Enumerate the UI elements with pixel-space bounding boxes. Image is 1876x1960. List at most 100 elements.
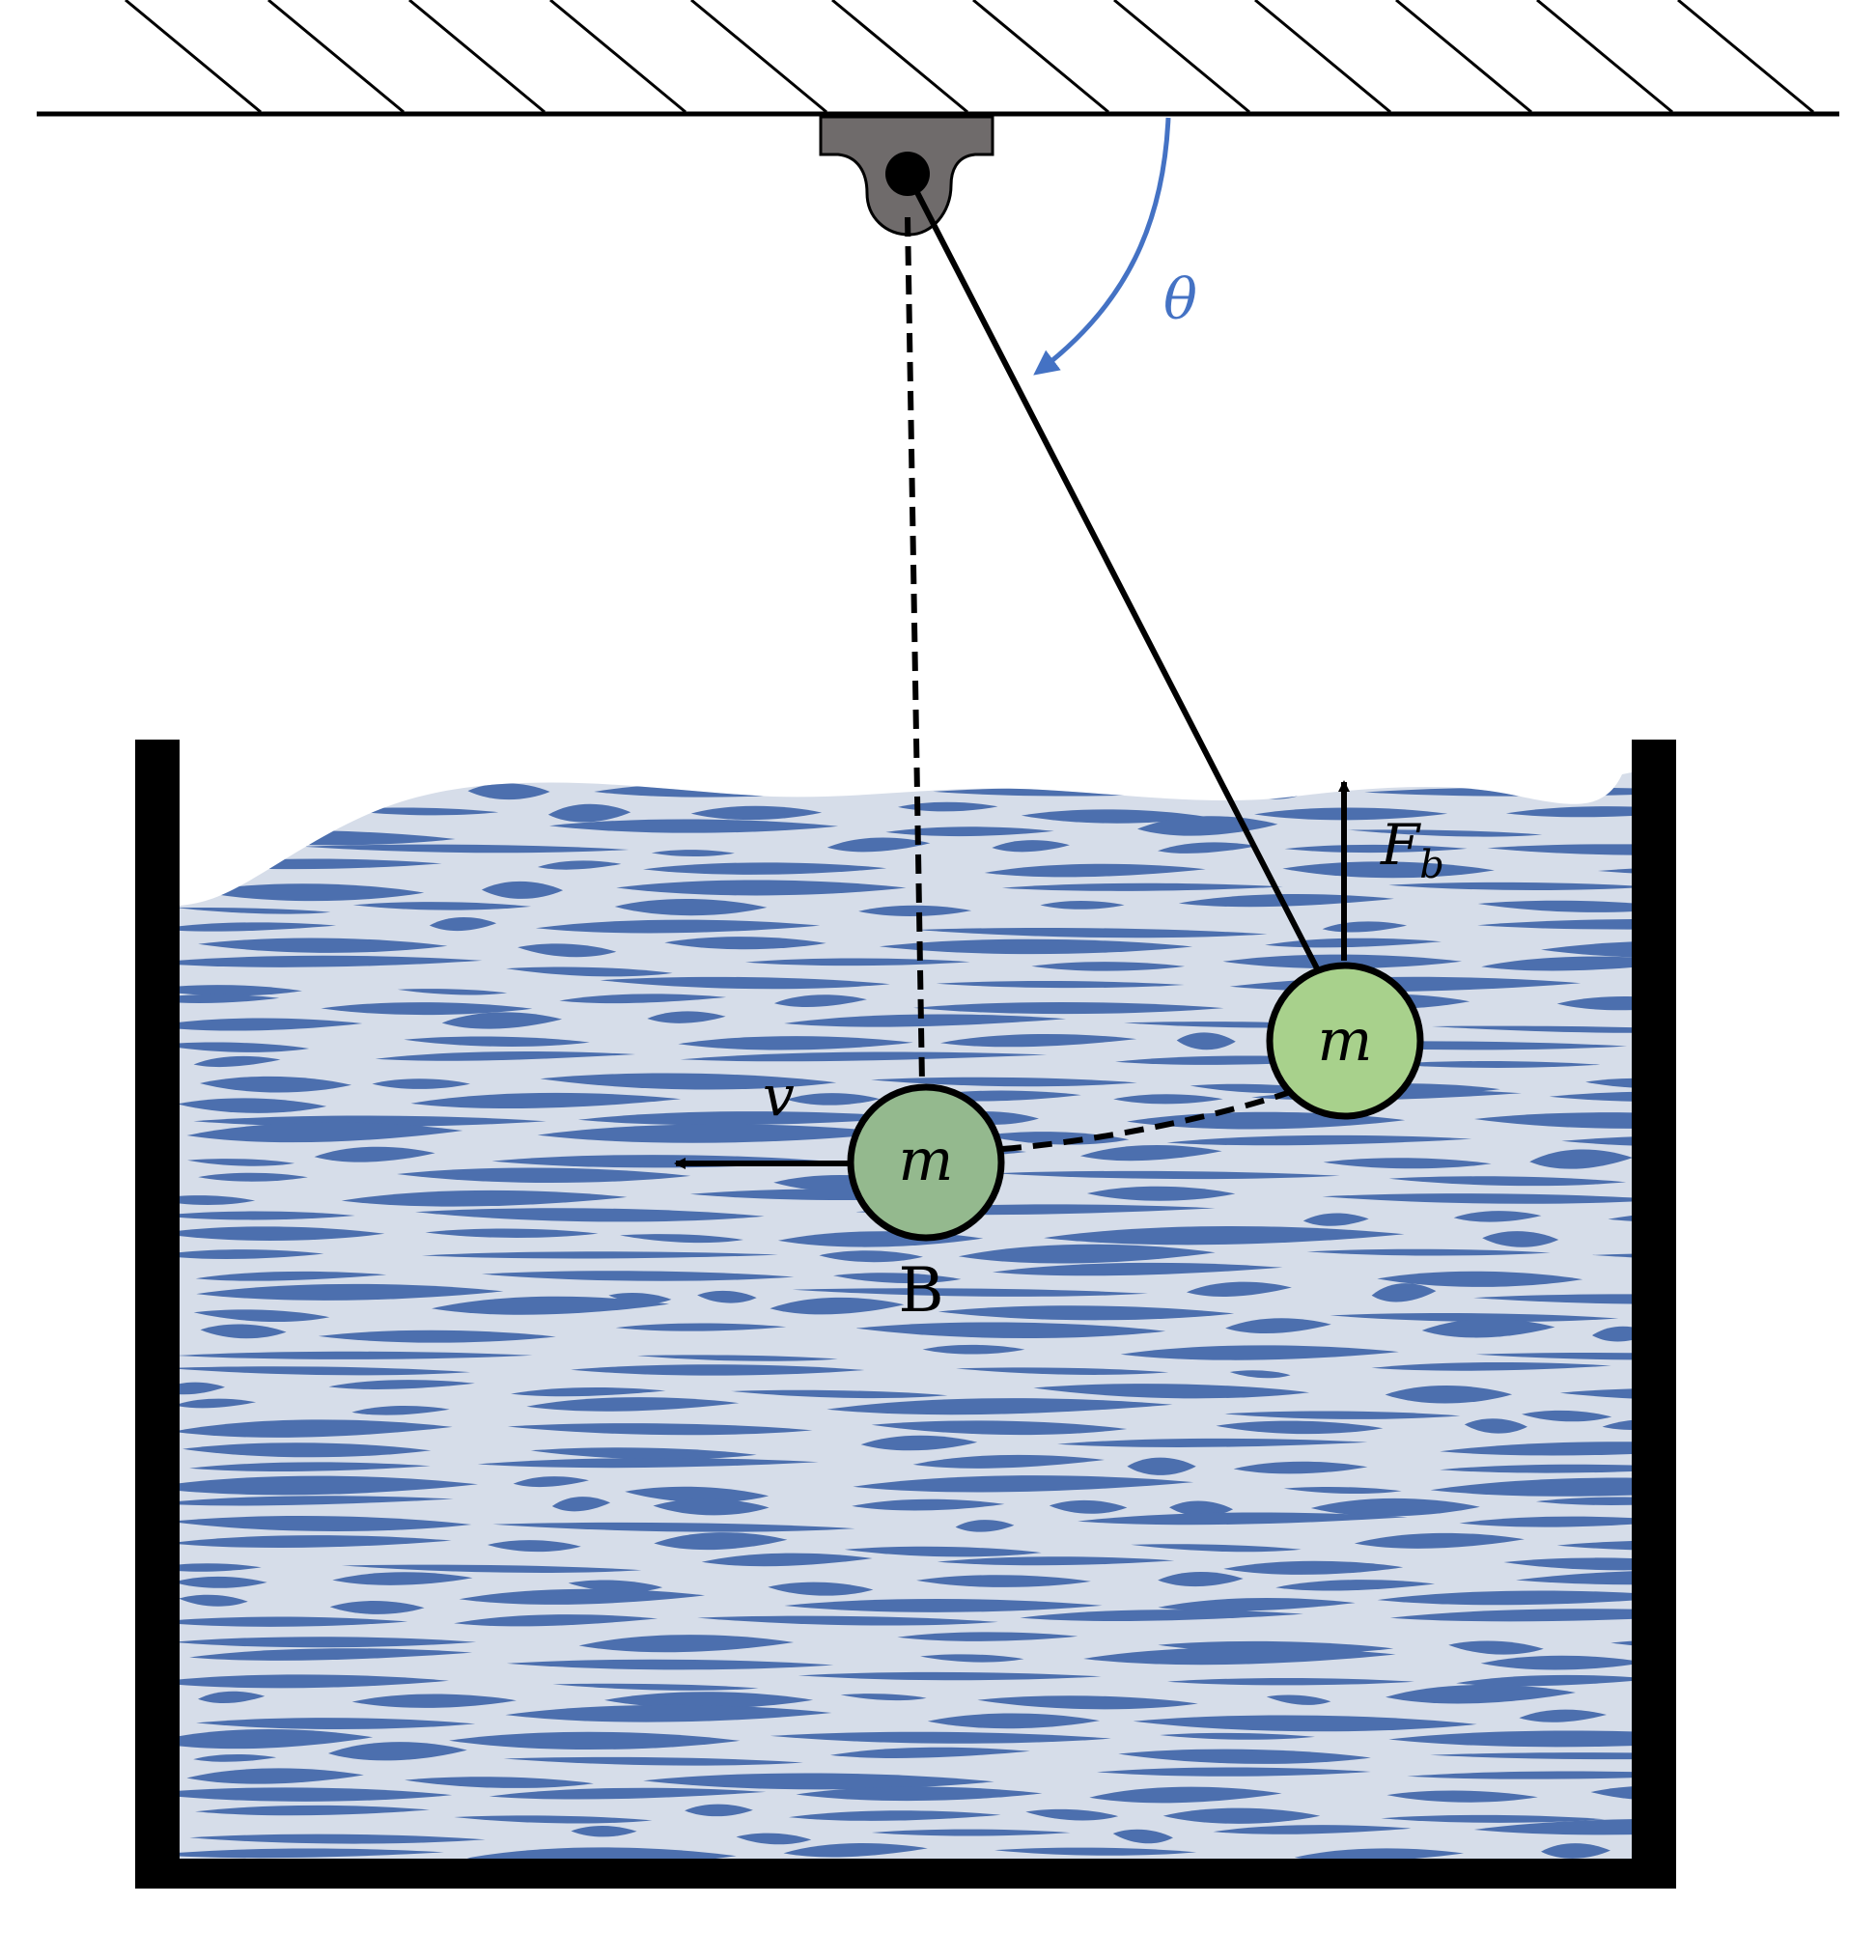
water-ripple xyxy=(1477,918,1632,930)
water-ripple xyxy=(179,1848,444,1859)
water-ripple xyxy=(341,1564,642,1573)
water-ripple xyxy=(179,985,302,996)
water-ripple xyxy=(1421,1319,1555,1338)
water-ripple xyxy=(198,1172,308,1182)
water-ripple xyxy=(625,1486,770,1503)
water-ripple xyxy=(552,1683,759,1691)
water-ripple xyxy=(1162,1807,1321,1824)
water-ripple xyxy=(1079,1145,1222,1162)
water-ripple xyxy=(487,1540,581,1553)
water-ripple xyxy=(425,1228,599,1238)
water-ripple xyxy=(1031,962,1186,971)
water-ripple xyxy=(977,1695,1198,1710)
water-ripple xyxy=(1089,1786,1282,1804)
water-ripple xyxy=(179,1563,262,1572)
water-ripple xyxy=(643,862,887,875)
water-ripple xyxy=(193,1309,330,1323)
water-ripple xyxy=(600,976,890,990)
water-ripple xyxy=(1487,844,1632,855)
water-ripple xyxy=(1169,1500,1234,1517)
ball-bottom-body xyxy=(847,1083,1005,1242)
water-ripple xyxy=(1559,1387,1632,1401)
water-ripple xyxy=(1659,1813,1876,1828)
water-ripple xyxy=(1386,1790,1538,1803)
water-ripple xyxy=(1083,1647,1396,1666)
water-ripple xyxy=(1381,1814,1605,1823)
water-ripple xyxy=(1186,1281,1292,1297)
water-ripple xyxy=(1282,861,1495,879)
water-ripple xyxy=(985,1132,1130,1145)
water-ripple xyxy=(938,1305,1235,1321)
water-ripple xyxy=(578,1635,795,1653)
water-ripple xyxy=(1025,1808,1119,1821)
water-ripple xyxy=(651,850,735,857)
water-ripple xyxy=(898,801,998,812)
water-ripple xyxy=(559,994,727,1004)
water-ripple xyxy=(186,1122,463,1143)
ceiling xyxy=(37,0,1839,117)
water-ripple xyxy=(744,958,970,966)
water-ripple xyxy=(432,1296,670,1315)
water-ripple xyxy=(189,1648,473,1661)
water-ripple xyxy=(1158,1597,1356,1611)
water-ripple xyxy=(819,1250,923,1263)
ceiling-hatching xyxy=(125,0,1814,114)
water-ripple xyxy=(1658,1157,1845,1164)
water-ripple xyxy=(796,1786,1043,1802)
water-ripple xyxy=(773,994,867,1007)
water-ripple xyxy=(994,1170,1340,1180)
water-ripple xyxy=(1294,1848,1464,1859)
water-ripple xyxy=(503,1756,803,1766)
water-ripple xyxy=(1371,1361,1611,1371)
water-ripple xyxy=(879,938,1193,955)
water-ripple xyxy=(1473,1818,1632,1835)
water-ripple xyxy=(179,1475,478,1496)
water-ripple xyxy=(530,1447,757,1460)
water-ripple xyxy=(193,1754,277,1762)
water-ripple xyxy=(179,1398,257,1409)
water-ripple xyxy=(410,1092,682,1109)
water-ripple xyxy=(1131,1544,1302,1553)
water-ripple xyxy=(786,1093,881,1106)
water-ripple xyxy=(1354,1532,1525,1549)
tank-right-wall xyxy=(1632,740,1676,1889)
water-ripple xyxy=(770,1731,1111,1744)
water-ripple xyxy=(314,1146,435,1162)
water-ripple xyxy=(1459,1516,1632,1527)
water-ripple xyxy=(614,899,768,916)
water-ripple xyxy=(189,1834,486,1844)
water-ripple xyxy=(1474,1112,1632,1129)
water-ripple xyxy=(329,1601,425,1614)
water-ripple xyxy=(405,1777,594,1788)
water-ripple xyxy=(1477,900,1632,912)
water-ripple xyxy=(654,1532,788,1551)
water-ripple xyxy=(1033,1384,1310,1399)
ball-bottom: m xyxy=(847,1083,1005,1242)
water-ripple xyxy=(829,1747,1030,1758)
water-ripple xyxy=(1225,1318,1331,1334)
water-ripple xyxy=(826,837,931,853)
water-ripple xyxy=(1275,1580,1436,1591)
water-ripple xyxy=(1322,1193,1632,1204)
water-ripple xyxy=(189,1462,431,1472)
water-ripple xyxy=(454,1815,653,1824)
water-ripple xyxy=(1549,1091,1632,1103)
water-ripple xyxy=(551,1497,611,1512)
water-ripple xyxy=(784,1014,1067,1027)
water-ripple xyxy=(992,840,1070,853)
water-ripple xyxy=(1388,1176,1627,1187)
water-ripple xyxy=(1388,1730,1632,1748)
water-ripple xyxy=(1529,1149,1632,1169)
water-ripple xyxy=(200,1076,352,1093)
water-ripple xyxy=(1160,1732,1315,1740)
water-ripple xyxy=(616,880,907,896)
buoyancy-label-subscript: b xyxy=(1419,843,1444,887)
water-ripple xyxy=(332,1572,473,1585)
water-ripple xyxy=(182,1442,432,1458)
water-ripple xyxy=(690,805,823,821)
water-ripple xyxy=(1503,1557,1632,1571)
water-ripple xyxy=(506,1659,834,1670)
water-ripple xyxy=(871,1077,1137,1087)
water-ripple xyxy=(179,1382,225,1395)
